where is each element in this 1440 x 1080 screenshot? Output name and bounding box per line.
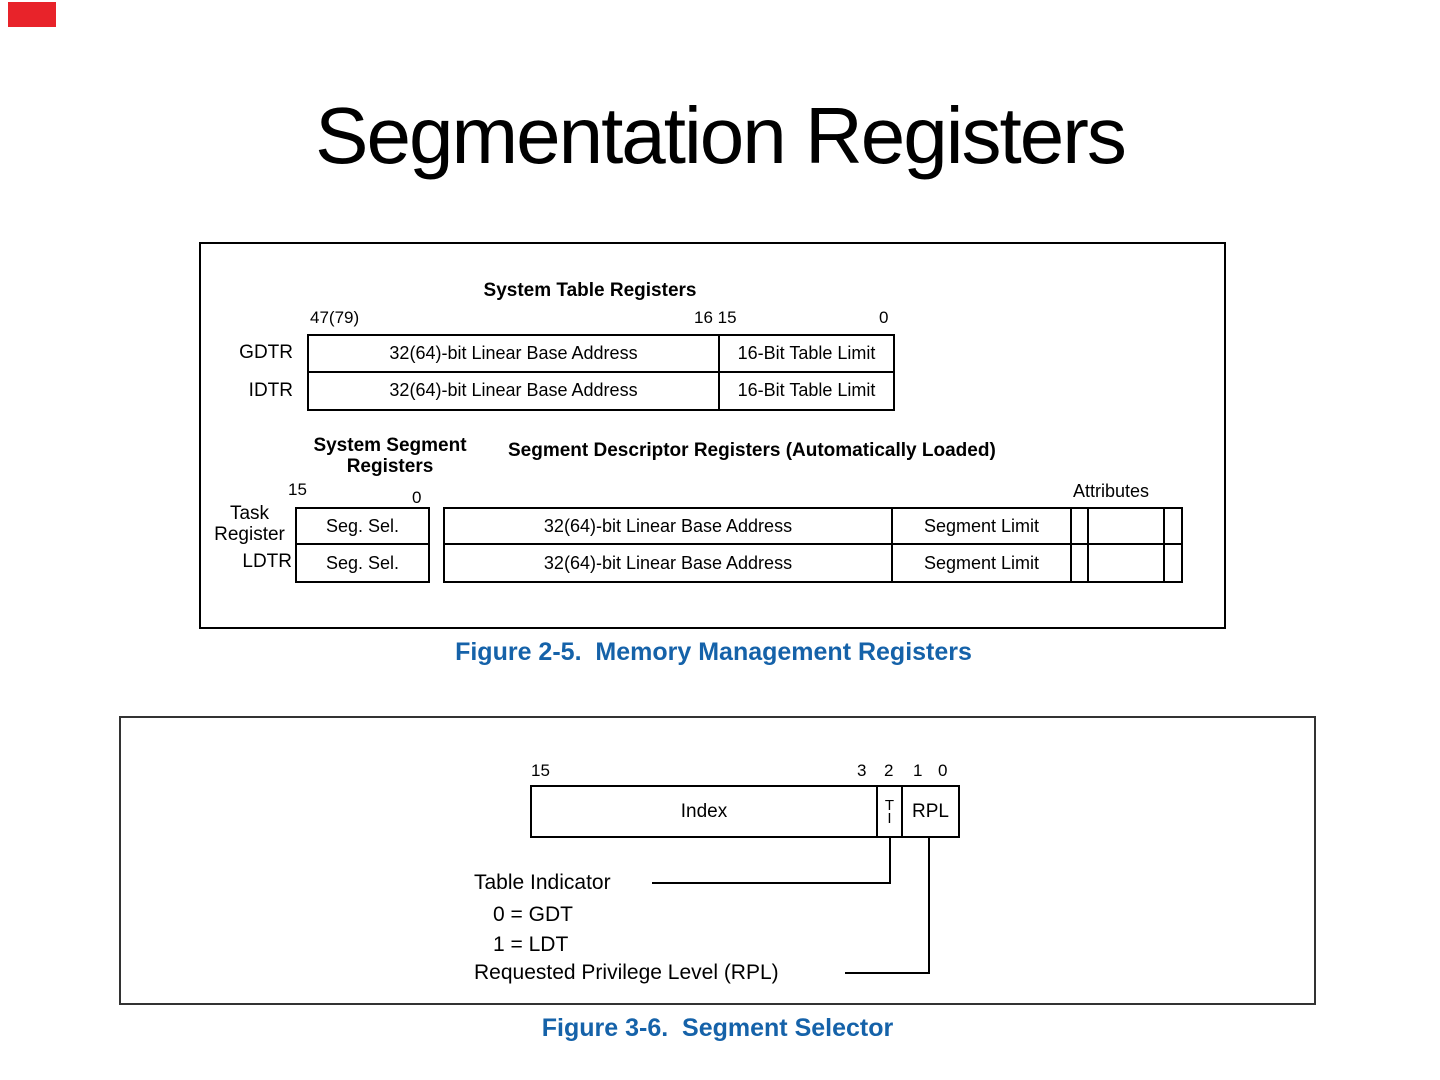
- ti-connector-horizontal: [652, 882, 891, 884]
- figure-2-5-caption: Figure 2-5. Memory Management Registers: [455, 638, 972, 666]
- segment-descriptor-registers-heading: Segment Descriptor Registers (Automatica…: [508, 440, 996, 461]
- ldtr-attr-cell-1: [1072, 545, 1089, 581]
- system-table-registers-table: 32(64)-bit Linear Base Address 16-Bit Ta…: [307, 334, 895, 411]
- task-register-row-label: Task Register: [207, 503, 292, 545]
- slide-title: Segmentation Registers: [315, 91, 1127, 180]
- bit-label-15: 15: [288, 480, 307, 499]
- task-register-line2: Register: [214, 524, 285, 545]
- ti-field: T I: [878, 787, 903, 836]
- selector-bit-15: 15: [531, 761, 550, 780]
- ldtr-limit-cell: Segment Limit: [893, 545, 1072, 581]
- selector-bit-2: 2: [884, 761, 894, 780]
- ti-connector-vertical: [889, 838, 891, 884]
- task-attr-cell-2: [1089, 509, 1165, 545]
- ti-letter-i: I: [887, 809, 892, 827]
- task-attr-cell-1: [1072, 509, 1089, 545]
- bit-label-0: 0: [879, 308, 889, 327]
- ssr-heading-line1: System Segment: [313, 435, 467, 456]
- table-indicator-label: Table Indicator: [474, 871, 611, 894]
- bit-label-16-15: 16 15: [694, 308, 737, 327]
- figure-2-5-frame: [199, 242, 1226, 629]
- gdt-value-label: 0 = GDT: [493, 903, 573, 926]
- gdtr-row-label: GDTR: [239, 342, 293, 363]
- task-register-line1: Task: [229, 503, 270, 524]
- index-field: Index: [532, 787, 878, 836]
- rpl-field: RPL: [912, 800, 949, 822]
- task-seg-sel-cell: Seg. Sel.: [297, 509, 428, 545]
- ldtr-row-label: LDTR: [242, 551, 292, 572]
- segment-selector-register: Index T I RPL: [530, 785, 960, 838]
- segment-selector-column: Seg. Sel. Seg. Sel.: [295, 507, 430, 583]
- selector-bit-3: 3: [857, 761, 867, 780]
- idtr-limit-cell: 16-Bit Table Limit: [737, 380, 876, 401]
- red-marker: [8, 2, 56, 27]
- rpl-connector-vertical: [928, 838, 930, 974]
- ldtr-base-cell: 32(64)-bit Linear Base Address: [445, 545, 893, 581]
- selector-bit-1: 1: [913, 761, 923, 780]
- idtr-base-cell: 32(64)-bit Linear Base Address: [309, 372, 720, 409]
- ldtr-attr-cell-2: [1089, 545, 1165, 581]
- ssr-heading-line2: Registers: [346, 456, 434, 477]
- idtr-row-label: IDTR: [248, 380, 293, 401]
- bit-label-0-lower: 0: [412, 488, 422, 507]
- ldt-value-label: 1 = LDT: [493, 933, 569, 956]
- system-segment-registers-heading: System Segment Registers: [300, 435, 480, 477]
- ti-letter-t: T: [884, 796, 895, 814]
- figure-3-6-frame: [119, 716, 1316, 1005]
- requested-privilege-level-label: Requested Privilege Level (RPL): [474, 961, 779, 984]
- rpl-connector-horizontal: [845, 972, 930, 974]
- bit-label-47-79: 47(79): [310, 308, 360, 327]
- figure-3-6-caption: Figure 3-6. Segment Selector: [541, 1014, 894, 1042]
- gdtr-base-cell: 32(64)-bit Linear Base Address: [309, 336, 720, 373]
- ldtr-seg-sel-cell: Seg. Sel.: [325, 552, 400, 573]
- gdtr-limit-cell: 16-Bit Table Limit: [720, 336, 893, 373]
- task-limit-cell: Segment Limit: [893, 509, 1072, 545]
- segment-descriptor-table: 32(64)-bit Linear Base Address Segment L…: [443, 507, 1183, 583]
- system-table-registers-heading: System Table Registers: [483, 280, 697, 301]
- selector-bit-0: 0: [938, 761, 948, 780]
- attributes-label: Attributes: [1073, 481, 1150, 501]
- task-base-cell: 32(64)-bit Linear Base Address: [445, 509, 893, 545]
- task-attr-cell-3: [1165, 509, 1181, 545]
- ldtr-attr-cell-3: [1165, 545, 1181, 581]
